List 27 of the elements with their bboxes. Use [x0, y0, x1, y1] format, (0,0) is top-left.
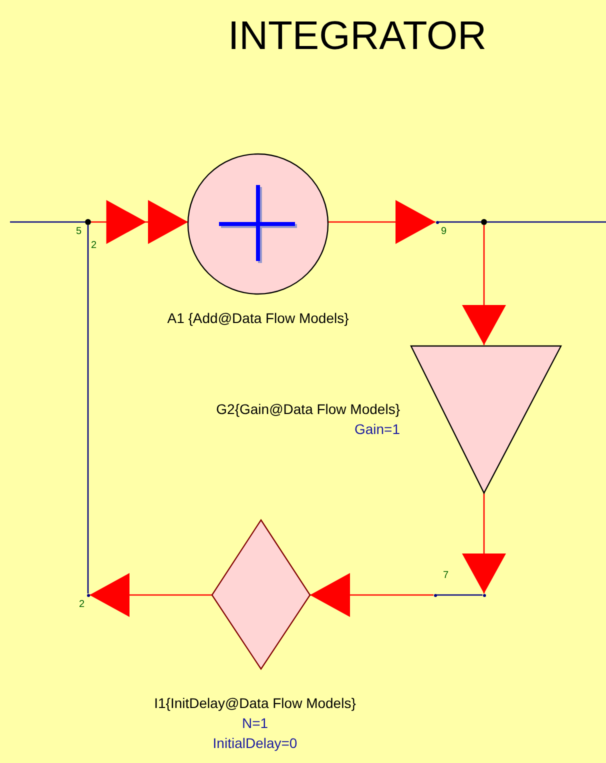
block-name: G2{Gain@Data Flow Models}: [216, 400, 400, 419]
block-name: A1 {Add@Data Flow Models}: [166, 309, 350, 328]
wire: [10, 221, 85, 223]
pin-number: 9: [441, 226, 447, 238]
wire: [87, 225, 89, 594]
arrow: [328, 200, 436, 244]
block-name: I1{InitDelay@Data Flow Models}: [154, 694, 356, 713]
arrow: [310, 573, 434, 617]
wire: [487, 221, 606, 223]
parameter-text: InitialDelay=0: [212, 734, 298, 753]
arrow: [91, 200, 188, 244]
diagram-title: INTEGRATOR: [228, 13, 487, 60]
pin-number: 2: [79, 599, 85, 611]
pin-number: 2: [91, 240, 97, 252]
pin-point: [434, 594, 436, 596]
arrow: [462, 493, 506, 594]
arrow: [90, 573, 212, 617]
pin-number: 7: [443, 570, 449, 582]
arrow: [462, 225, 506, 345]
pin-point: [482, 594, 486, 596]
parameter-text: Gain=1: [354, 420, 400, 439]
wire: [436, 594, 482, 596]
parameter-text: N=1: [242, 714, 268, 733]
pin-number: 5: [76, 226, 82, 238]
pin-point: [436, 220, 438, 224]
pin-point: [86, 594, 90, 596]
wire: [438, 221, 481, 223]
